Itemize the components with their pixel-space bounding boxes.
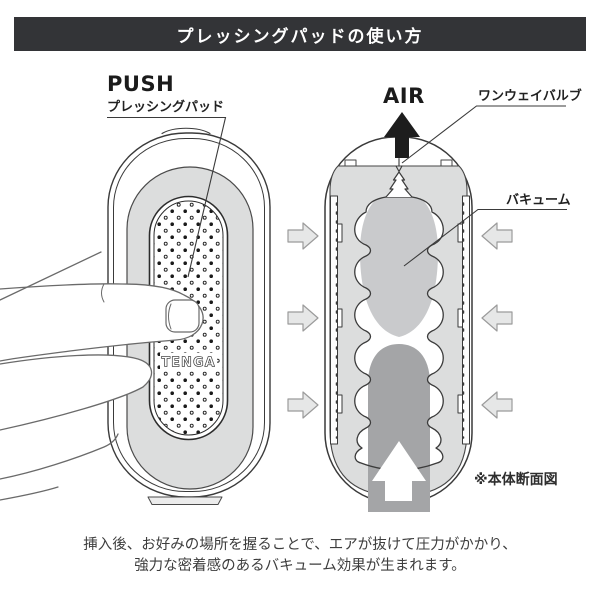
vacuum-label: バキューム [506,193,571,208]
valve-crown [385,171,413,198]
insert-arrow-icon [372,441,426,501]
right-arrow-icon [287,304,319,332]
header-bar: プレッシングパッドの使い方 [14,17,586,51]
page-title: プレッシングパッドの使い方 [176,26,424,47]
cap-step-right [440,159,453,167]
right-arrow-icon [287,391,319,419]
vacuum-chamber [360,197,438,337]
cap-step-left [344,159,357,167]
knuckle-crease [101,283,105,303]
valve-label: ワンウェイバルブ [478,88,582,104]
right-device-cross-section [324,136,473,512]
rail-tab [337,308,343,328]
rail-tab [457,394,463,414]
tenga-logo: TENGA [161,356,215,371]
left-arrow-icon [481,391,513,419]
rail-tab [457,223,463,243]
vacuum-leader-line [403,208,567,267]
cross-section-note: ※本体断面図 [474,471,558,488]
ring-finger-outline [0,433,119,480]
left-arrow-icon [481,304,513,332]
suction-arrows-right [481,222,513,419]
suction-arrows-left [287,222,319,419]
hand-illustration [0,251,204,501]
valve-leader-line [401,105,566,164]
caption: 挿入後、お好みの場所を握ることで、エアが抜けて圧力がかかり、 強力な密着感のある… [0,535,600,577]
logo-backplate [160,353,217,370]
device-top-seam [161,127,211,135]
device-base-stand [147,496,223,505]
middle-finger-outline [0,354,153,431]
pressing-pad-label: プレッシングパッド [107,99,224,115]
pad-leader-line [107,116,227,278]
little-finger-outline [0,486,59,501]
left-arrow-icon [481,222,513,250]
caption-line-2: 強力な密着感のあるバキューム効果が生まれます。 [134,558,466,574]
rail-tab [337,394,343,414]
rail-tab [337,223,343,243]
middle-finger-fill [0,354,152,430]
push-label: PUSH [107,72,174,96]
index-finger-outline [0,283,204,362]
fingernail-cuticle [168,303,172,330]
fingernail [165,299,200,333]
caption-line-1: 挿入後、お好みの場所を握ることで、エアが抜けて圧力がかかり、 [83,537,517,553]
hand-upper-edge [0,251,102,301]
right-arrow-icon [287,222,319,250]
air-arrow-icon [384,112,420,158]
rail-tab [457,308,463,328]
air-label: AIR [383,84,425,108]
